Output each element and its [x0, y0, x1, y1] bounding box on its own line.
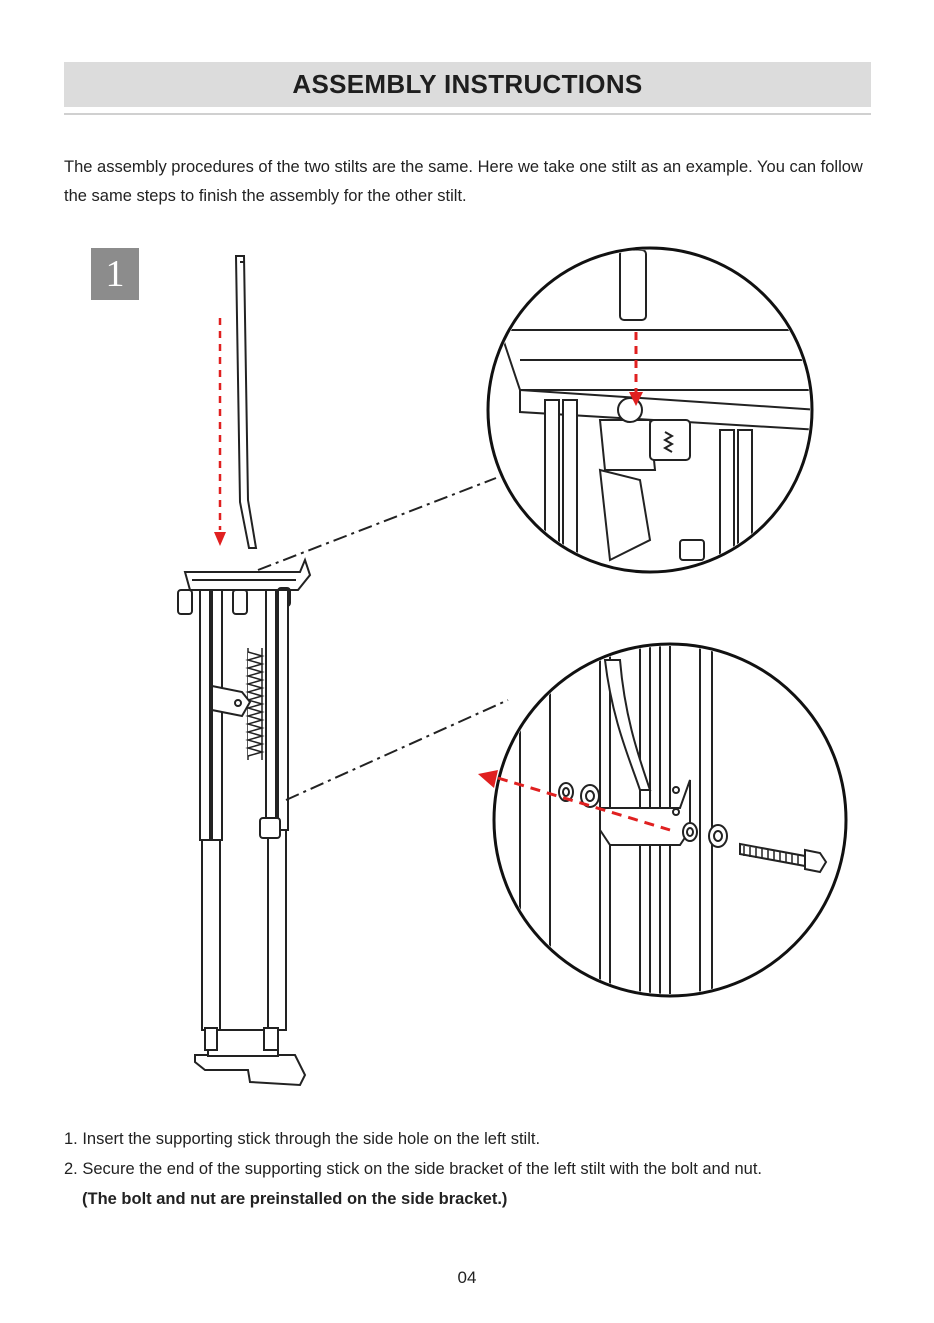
- washer-icon: [558, 782, 728, 848]
- instruction-steps: 1. Insert the supporting stick through t…: [64, 1124, 884, 1214]
- instruction-note: (The bolt and nut are preinstalled on th…: [82, 1190, 508, 1208]
- bolt-icon: [739, 842, 828, 874]
- page-number: 04: [457, 1268, 477, 1287]
- stilt-illustration: [177, 557, 312, 1087]
- step-number-badge: 1: [91, 248, 139, 300]
- detail-circle-bottom: [478, 642, 848, 998]
- instruction-step-2: 2. Secure the end of the supporting stic…: [64, 1160, 763, 1178]
- instruction-step-1: 1. Insert the supporting stick through t…: [64, 1130, 541, 1148]
- insert-arrow: [214, 318, 226, 546]
- title-divider: [64, 113, 871, 115]
- detail-circle-top: [486, 246, 814, 574]
- assembly-illustration: [177, 246, 848, 1087]
- connector-lines: [257, 477, 509, 801]
- supporting-stick: [234, 255, 258, 549]
- intro-paragraph: The assembly procedures of the two stilt…: [64, 158, 863, 205]
- page-title: ASSEMBLY INSTRUCTIONS: [292, 69, 643, 99]
- title-bar: ASSEMBLY INSTRUCTIONS: [64, 62, 871, 107]
